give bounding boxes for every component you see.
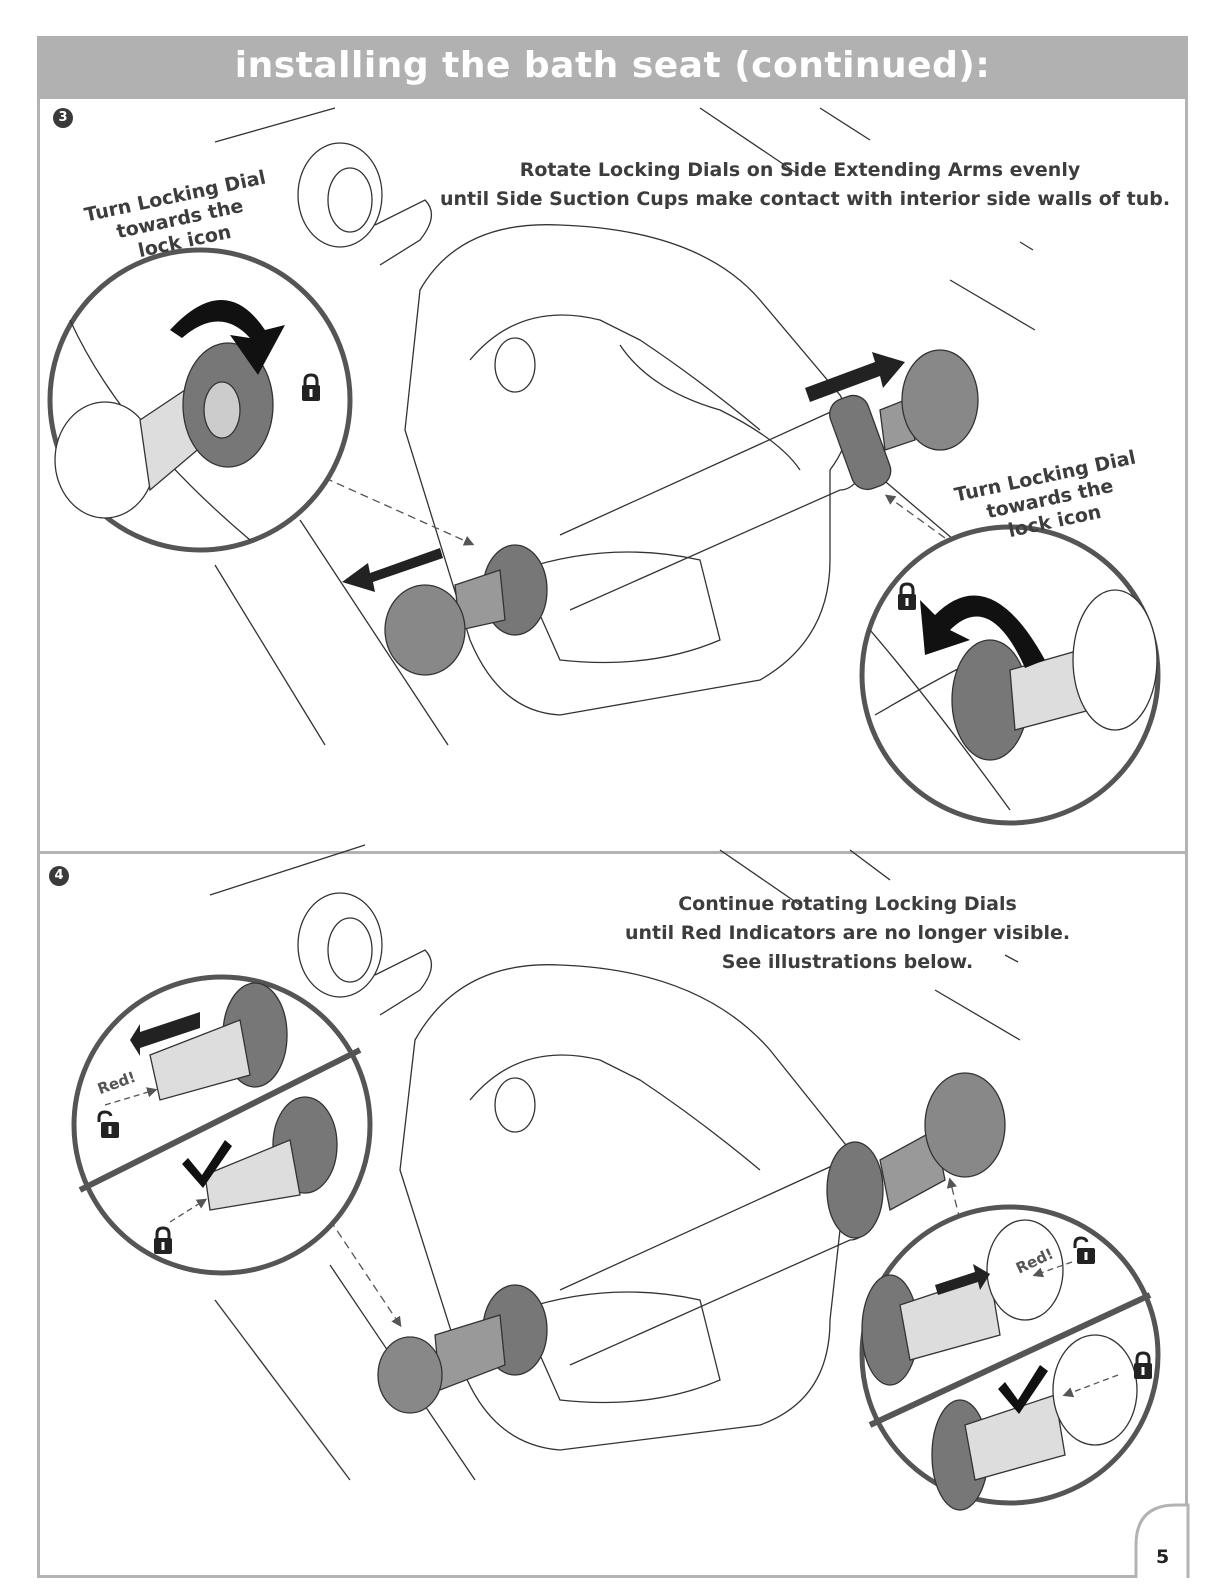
step-4-scene xyxy=(209,844,1021,1481)
step-4-instruction-line-3: See illustrations below. xyxy=(721,951,974,973)
section-header: installing the bath seat (continued): xyxy=(37,36,1188,99)
step-3-instruction: Rotate Locking Dials on Side Extending A… xyxy=(440,156,1171,214)
lock-icon xyxy=(1134,1351,1152,1379)
lock-icon xyxy=(154,1226,172,1254)
step-4-instruction: Continue rotating Locking Dials until Re… xyxy=(600,890,1095,977)
step-4-zoom-right xyxy=(859,1204,1161,1511)
step-divider xyxy=(37,851,1188,854)
page-number: 5 xyxy=(1156,1546,1170,1568)
page-title: installing the bath seat (continued): xyxy=(234,45,991,86)
checkmark-icon xyxy=(182,1140,232,1188)
step-3-instruction-line-1: Rotate Locking Dials on Side Extending A… xyxy=(519,159,1081,181)
step-4-badge: 4 xyxy=(49,866,69,886)
page-tab xyxy=(1134,1503,1190,1578)
step-3-zoom-left xyxy=(47,247,353,553)
unlock-icon xyxy=(1073,1236,1095,1264)
step-4-instruction-line-2: until Red Indicators are no longer visib… xyxy=(624,922,1071,944)
step-4-zoom-left xyxy=(71,974,373,1276)
rotate-arrow-icon xyxy=(170,300,285,375)
lock-icon xyxy=(302,373,320,401)
unlock-icon xyxy=(97,1110,119,1138)
checkmark-icon xyxy=(998,1365,1048,1414)
step-3-instruction-line-2: until Side Suction Cups make contact wit… xyxy=(440,188,1171,210)
lock-icon xyxy=(898,582,916,610)
step-3-zoom-right xyxy=(859,524,1161,826)
step-3-scene xyxy=(214,107,1036,746)
step-3-badge: 3 xyxy=(53,108,73,128)
rotate-arrow-icon xyxy=(920,595,1045,668)
step-4-instruction-line-1: Continue rotating Locking Dials xyxy=(678,893,1017,915)
